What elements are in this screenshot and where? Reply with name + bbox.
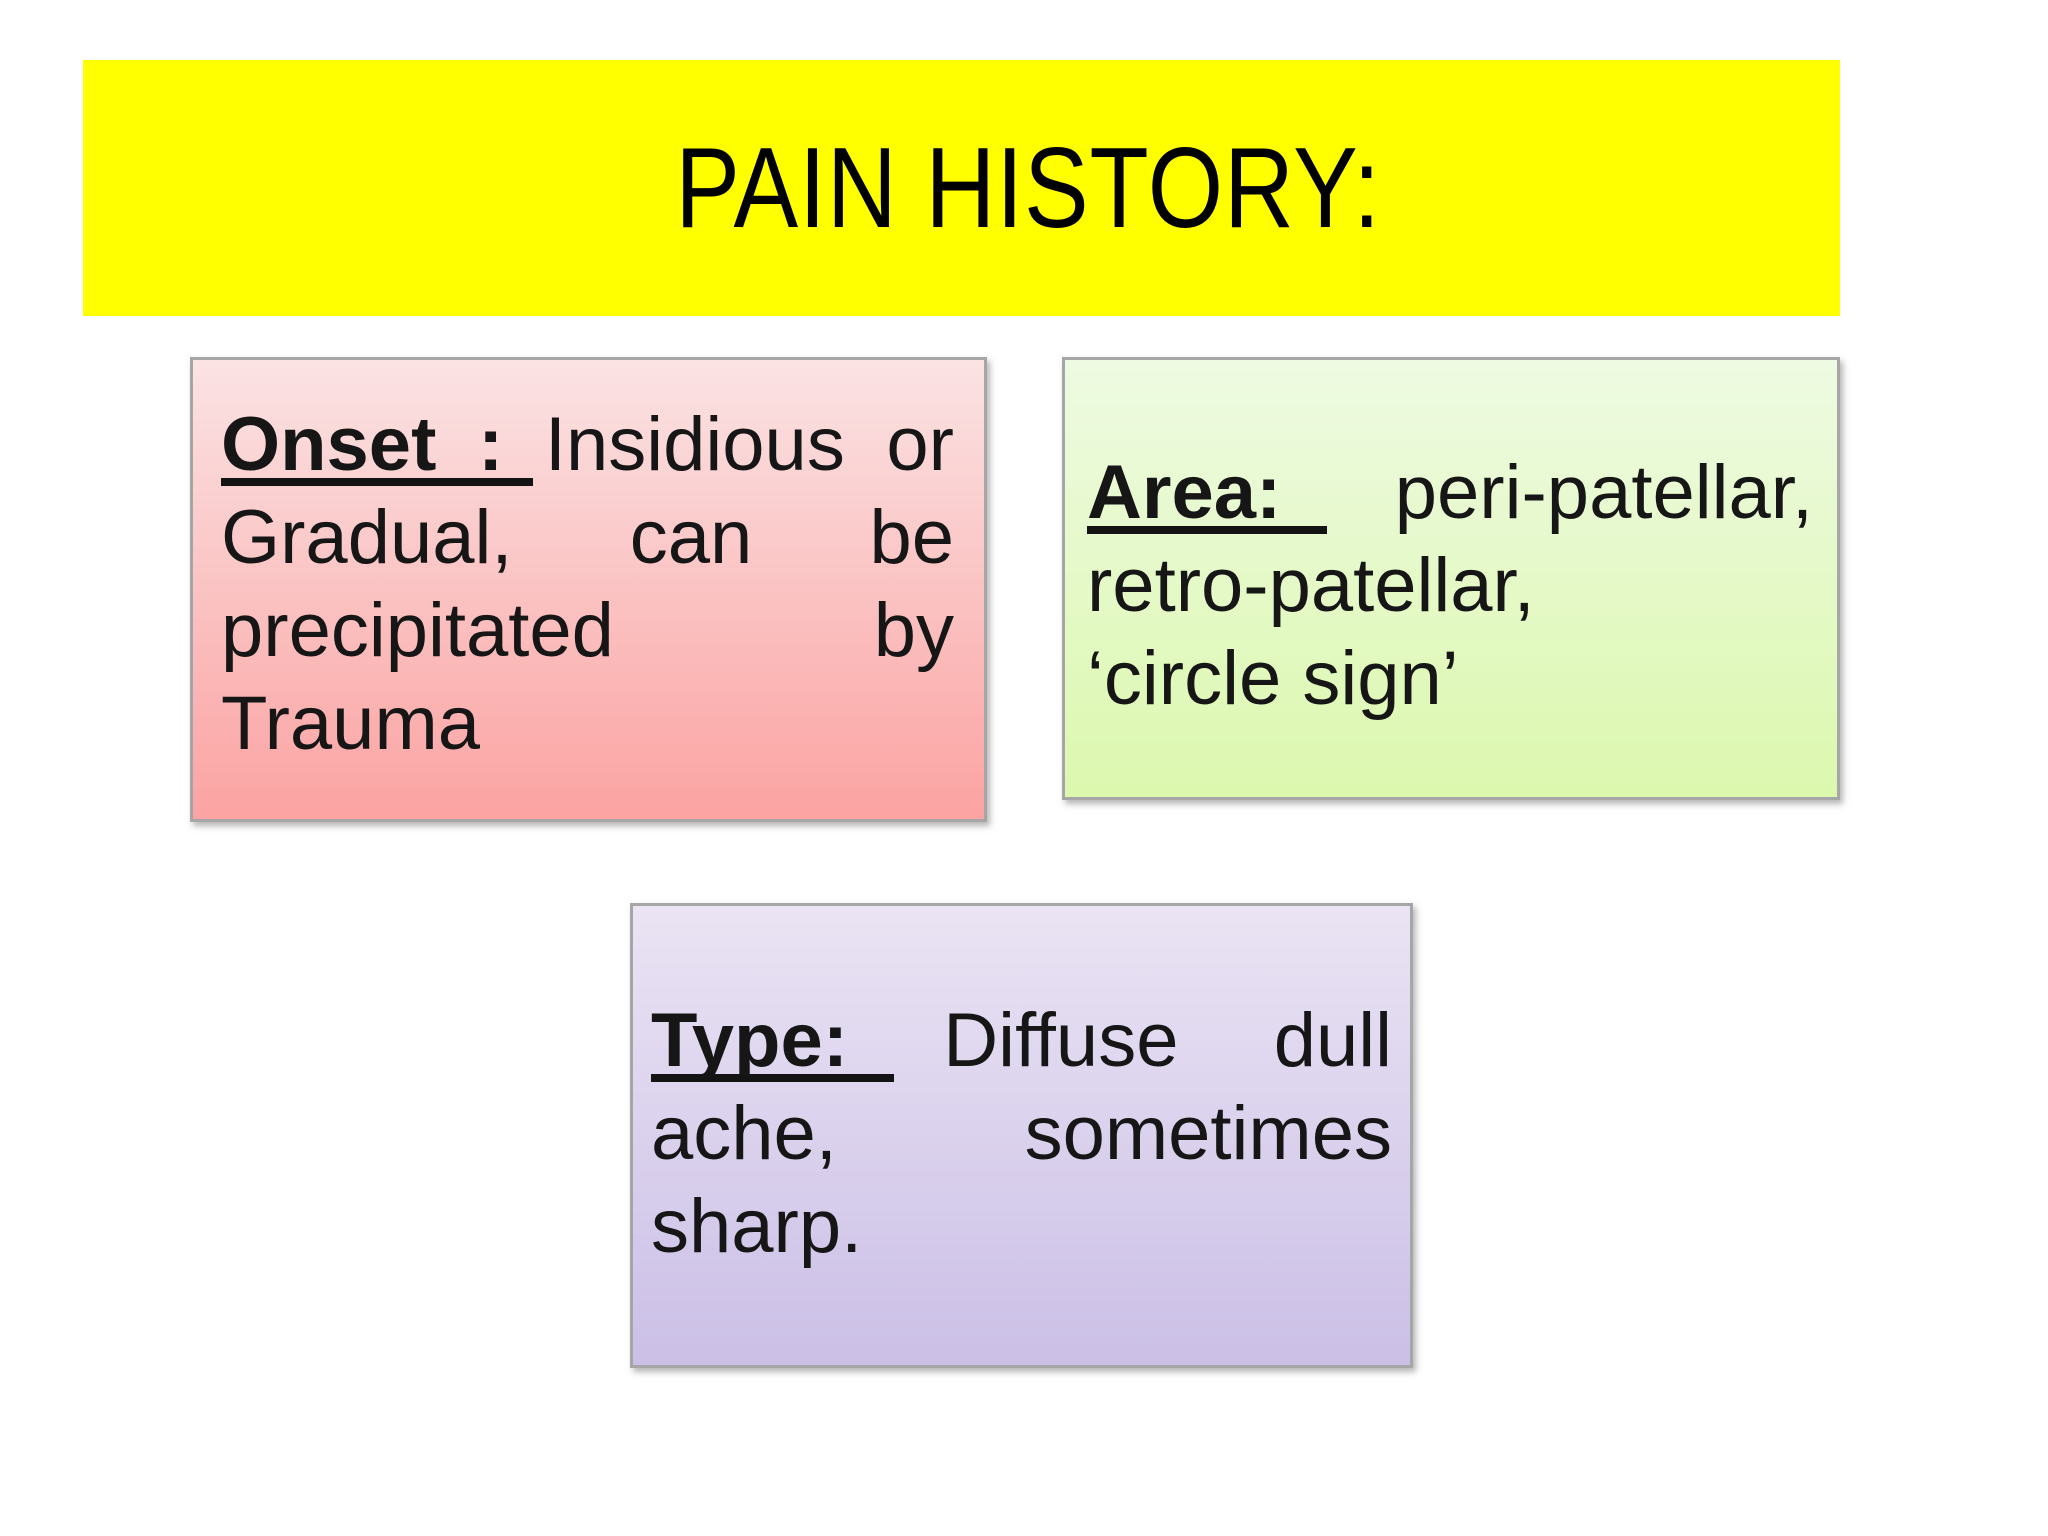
type-label: Type:: [651, 998, 849, 1083]
area-text: Area: peri-patellar, retro-patellar, ‘ci…: [1087, 446, 1813, 725]
area-line-3: ‘circle sign’: [1087, 636, 1459, 721]
title-banner: PAIN HISTORY:: [83, 60, 1840, 316]
type-line-1-rest: Diffuse dull: [848, 998, 1392, 1083]
slide-title: PAIN HISTORY:: [675, 124, 1382, 252]
onset-line-1-rest: Insidious or: [503, 402, 954, 487]
onset-line-1: Onset : Insidious or: [221, 398, 954, 491]
onset-line-2: Gradual, can be: [221, 495, 954, 580]
area-line-2: retro-patellar,: [1087, 543, 1535, 628]
area-line-1-rest: peri-patellar,: [1281, 450, 1813, 535]
onset-box: Onset : Insidious or Gradual, can be pre…: [190, 357, 987, 822]
area-label: Area:: [1087, 450, 1282, 535]
area-box: Area: peri-patellar, retro-patellar, ‘ci…: [1062, 357, 1840, 800]
onset-line-3: precipitated by: [221, 588, 954, 673]
type-text: Type: Diffuse dull ache, sometimes sharp…: [651, 994, 1392, 1273]
onset-label: Onset :: [221, 402, 504, 487]
area-line-1: Area: peri-patellar,: [1087, 446, 1813, 539]
type-line-3: sharp.: [651, 1184, 863, 1269]
type-box: Type: Diffuse dull ache, sometimes sharp…: [630, 903, 1413, 1368]
onset-line-4: Trauma: [221, 681, 481, 766]
type-line-2: ache, sometimes: [651, 1091, 1392, 1176]
onset-text: Onset : Insidious or Gradual, can be pre…: [221, 398, 954, 770]
type-line-1: Type: Diffuse dull: [651, 994, 1392, 1087]
